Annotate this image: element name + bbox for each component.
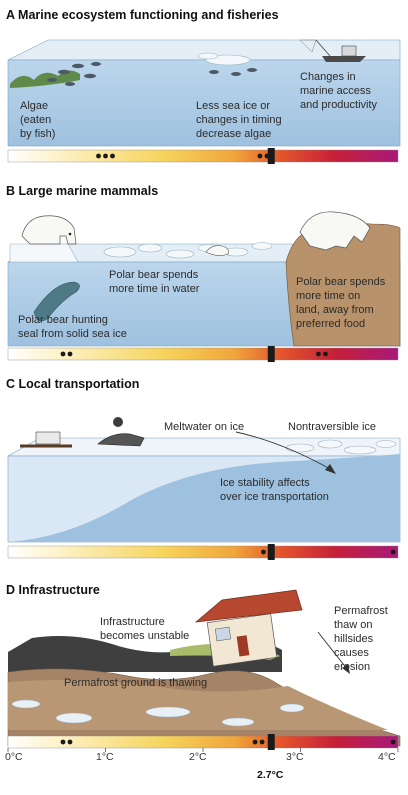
confidence-dot — [323, 351, 328, 357]
temperature-bar-c — [7, 545, 399, 559]
confidence-dot — [252, 739, 258, 745]
fish-under-ice — [209, 68, 257, 76]
panel-c-title: C Local transportation — [6, 377, 139, 391]
polar-bear-on-land — [299, 211, 371, 251]
hunting-label: Polar bear hunting seal from solid sea i… — [18, 314, 127, 340]
confidence-dot — [96, 153, 101, 159]
panel-a-title: A Marine ecosystem functioning and fishe… — [6, 8, 279, 22]
nontraversible-label: Nontraversible ice — [288, 421, 376, 433]
sea-ice-floes — [197, 52, 251, 66]
ice-stability-label: Ice stability affects over ice transport… — [220, 477, 329, 503]
confidence-dot — [390, 739, 396, 745]
permafrost-layer — [8, 680, 388, 730]
polar-bear-hunting — [21, 215, 77, 245]
thawing-label: Permafrost ground is thawing — [64, 677, 207, 689]
arrow-head — [325, 464, 336, 474]
panel-d-title: D Infrastructure — [6, 583, 100, 597]
confidence-dot — [60, 739, 66, 745]
erosion-label: Permafrost thaw on hillsides causes eros… — [334, 605, 391, 673]
threshold-marker — [267, 734, 275, 750]
more-time-water-label: Polar bear spends more time in water — [109, 269, 201, 295]
tick-2: 2°C — [189, 751, 207, 763]
tick-1: 1°C — [96, 751, 114, 763]
fishing-boat — [299, 39, 366, 62]
temperature-bar-b — [7, 347, 399, 361]
meltwater-label: Meltwater on ice — [164, 421, 244, 433]
threshold-marker — [267, 346, 275, 362]
tick-0: 0°C — [5, 751, 23, 763]
panel-b: B Large marine mammals Polar bear spends… — [6, 184, 401, 347]
temperature-axis: 0°C 1°C 2°C 3°C 4°C 2.7°C — [5, 751, 396, 781]
threshold-marker — [267, 544, 275, 560]
confidence-dot — [67, 351, 73, 357]
threshold-label: 2.7°C — [257, 769, 284, 781]
confidence-dot — [60, 351, 66, 357]
algae-label: Algae (eaten by fish) — [20, 100, 55, 140]
seal — [33, 281, 80, 322]
broken-ice — [285, 439, 397, 455]
algae-illustration — [10, 70, 80, 88]
panel-a: A Marine ecosystem functioning and fishe… — [6, 8, 401, 147]
tick-4: 4°C — [378, 751, 396, 763]
panel-c: C Local transportation Meltwater on ice … — [6, 377, 401, 543]
ice-lenses — [11, 699, 305, 727]
tick-3: 3°C — [286, 751, 304, 763]
threshold-marker — [267, 148, 275, 164]
ice-floes — [9, 242, 273, 263]
panel-c-water — [8, 454, 400, 542]
confidence-dot — [316, 351, 321, 357]
panel-b-title: B Large marine mammals — [6, 184, 158, 198]
erosion-arrow-head — [342, 664, 350, 674]
swimming-bear — [205, 245, 229, 256]
more-time-land-label: Polar bear spends more time on land, awa… — [296, 276, 388, 330]
temperature-bar-a — [7, 149, 399, 163]
confidence-dot — [67, 739, 73, 745]
sea-ice-label: Less sea ice or changes in timing decrea… — [196, 100, 285, 140]
confidence-dot — [259, 739, 265, 745]
confidence-dot — [103, 153, 108, 159]
crack-arrow — [235, 431, 333, 471]
confidence-dot — [390, 549, 396, 555]
confidence-dot — [257, 153, 263, 159]
temperature-bars — [7, 148, 399, 752]
temperature-bar-d — [7, 735, 399, 749]
marine-access-label: Changes in marine access and productivit… — [300, 71, 378, 111]
panel-d: D Infrastructure Infrastructure becomes … — [6, 583, 401, 747]
confidence-dot — [110, 153, 115, 159]
snowmobile — [20, 417, 145, 448]
house — [194, 589, 303, 667]
fish-school — [47, 62, 101, 86]
confidence-dot — [261, 549, 266, 555]
unstable-label: Infrastructure becomes unstable — [100, 616, 189, 642]
